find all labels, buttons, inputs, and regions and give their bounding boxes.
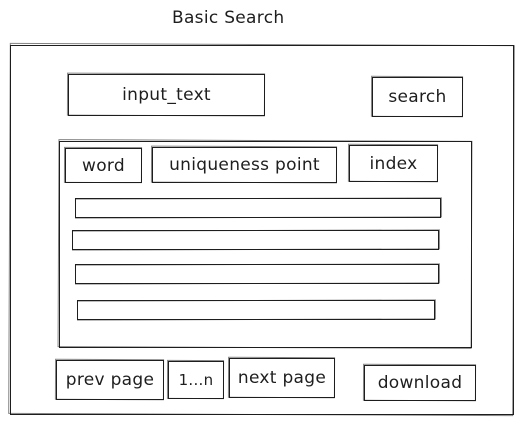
page-range-button[interactable]: 1...n <box>168 361 224 399</box>
search-input[interactable]: input_text <box>68 74 265 116</box>
column-header-uniqueness-point-label: uniqueness point <box>169 155 320 175</box>
page-title: Basic Search <box>172 8 285 28</box>
download-button[interactable]: download <box>364 365 476 401</box>
page-range-label: 1...n <box>178 371 214 389</box>
next-page-button[interactable]: next page <box>229 358 335 398</box>
search-button-label: search <box>388 87 447 107</box>
prev-page-label: prev page <box>65 370 155 390</box>
column-header-word-label: word <box>82 155 125 176</box>
main-frame <box>10 45 514 415</box>
results-panel <box>59 141 472 348</box>
table-row[interactable] <box>75 198 441 218</box>
column-header-index[interactable]: index <box>349 145 438 182</box>
table-row[interactable] <box>77 300 435 320</box>
search-button[interactable]: search <box>372 77 463 117</box>
next-page-label: next page <box>237 368 327 388</box>
column-header-uniqueness-point[interactable]: uniqueness point <box>152 147 337 183</box>
prev-page-button[interactable]: prev page <box>56 360 164 400</box>
table-row[interactable] <box>72 230 439 250</box>
column-header-index-label: index <box>369 153 418 174</box>
search-input-value: input_text <box>122 85 211 105</box>
column-header-word[interactable]: word <box>65 148 142 183</box>
download-button-label: download <box>377 373 463 393</box>
table-row[interactable] <box>75 264 439 284</box>
